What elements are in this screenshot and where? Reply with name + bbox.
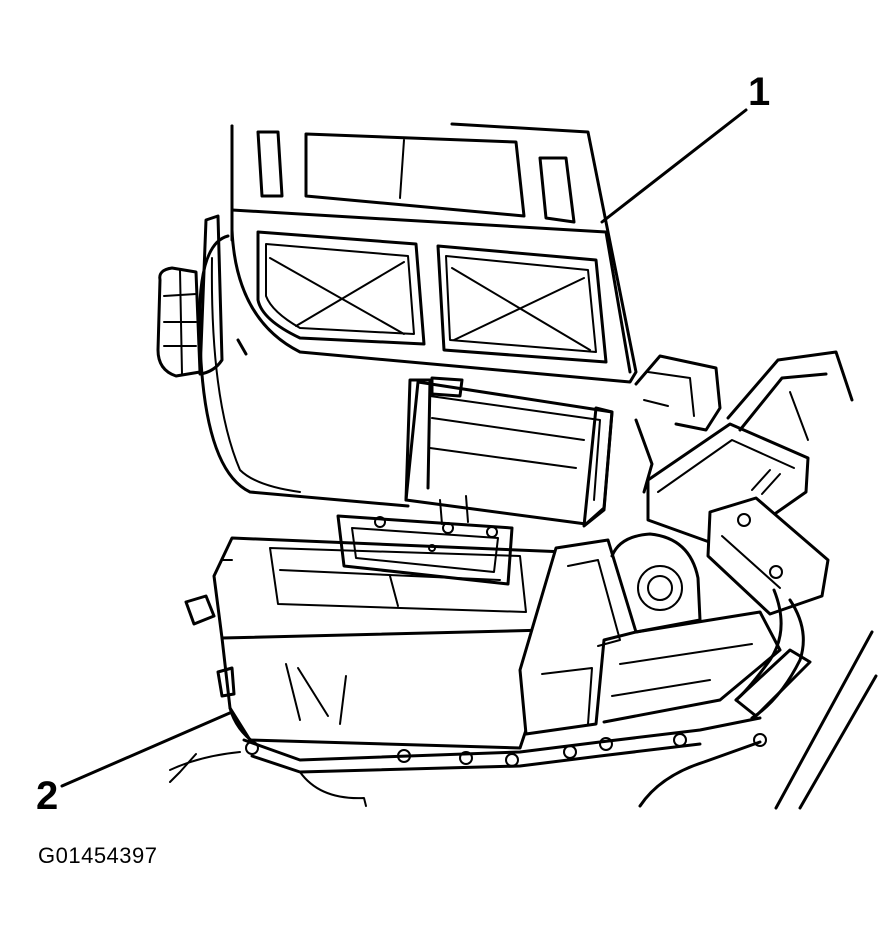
callout-2-label: 2	[36, 774, 59, 818]
callout-2-leader	[60, 710, 234, 788]
callout-1-label: 1	[748, 70, 771, 114]
lower-case	[169, 532, 782, 807]
center-door	[336, 376, 614, 586]
upper-case	[156, 122, 638, 508]
callout-1-leader	[600, 108, 748, 224]
figure-id: G01454397	[38, 843, 158, 868]
right-components	[634, 350, 878, 810]
